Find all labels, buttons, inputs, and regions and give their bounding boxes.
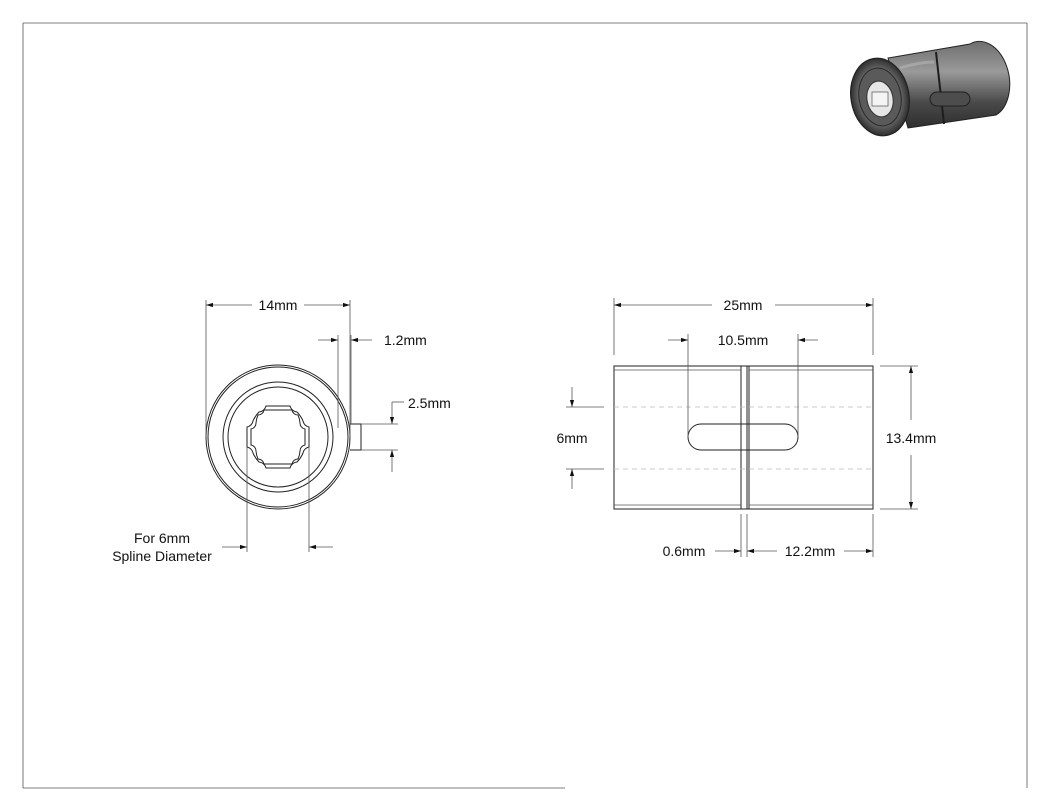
dim-gap: 0.6mm bbox=[663, 543, 706, 559]
side-view: 25mm 10.5mm 6mm 13.4mm 0.6mm 12.2mm bbox=[556, 297, 936, 559]
dim-outer-diameter: 14mm bbox=[259, 297, 298, 313]
key-slot bbox=[687, 423, 799, 451]
dim-key-width: 1.2mm bbox=[384, 332, 427, 348]
dim-length: 25mm bbox=[724, 297, 763, 313]
note-spline-line2: Spline Diameter bbox=[112, 548, 212, 564]
dim-height: 13.4mm bbox=[886, 430, 937, 446]
dim-slot-length: 10.5mm bbox=[718, 332, 769, 348]
spline-bore bbox=[250, 409, 306, 465]
dim-key-height: 2.5mm bbox=[408, 395, 451, 411]
drawing-frame bbox=[22, 22, 1028, 789]
dim-right-section: 12.2mm bbox=[785, 543, 836, 559]
note-spline-line1: For 6mm bbox=[134, 530, 190, 546]
end-view: 14mm 1.2mm 2.5mm For 6mm Spline Diameter bbox=[112, 297, 451, 564]
dim-bore: 6mm bbox=[556, 430, 587, 446]
isometric-part-render bbox=[850, 40, 1011, 137]
